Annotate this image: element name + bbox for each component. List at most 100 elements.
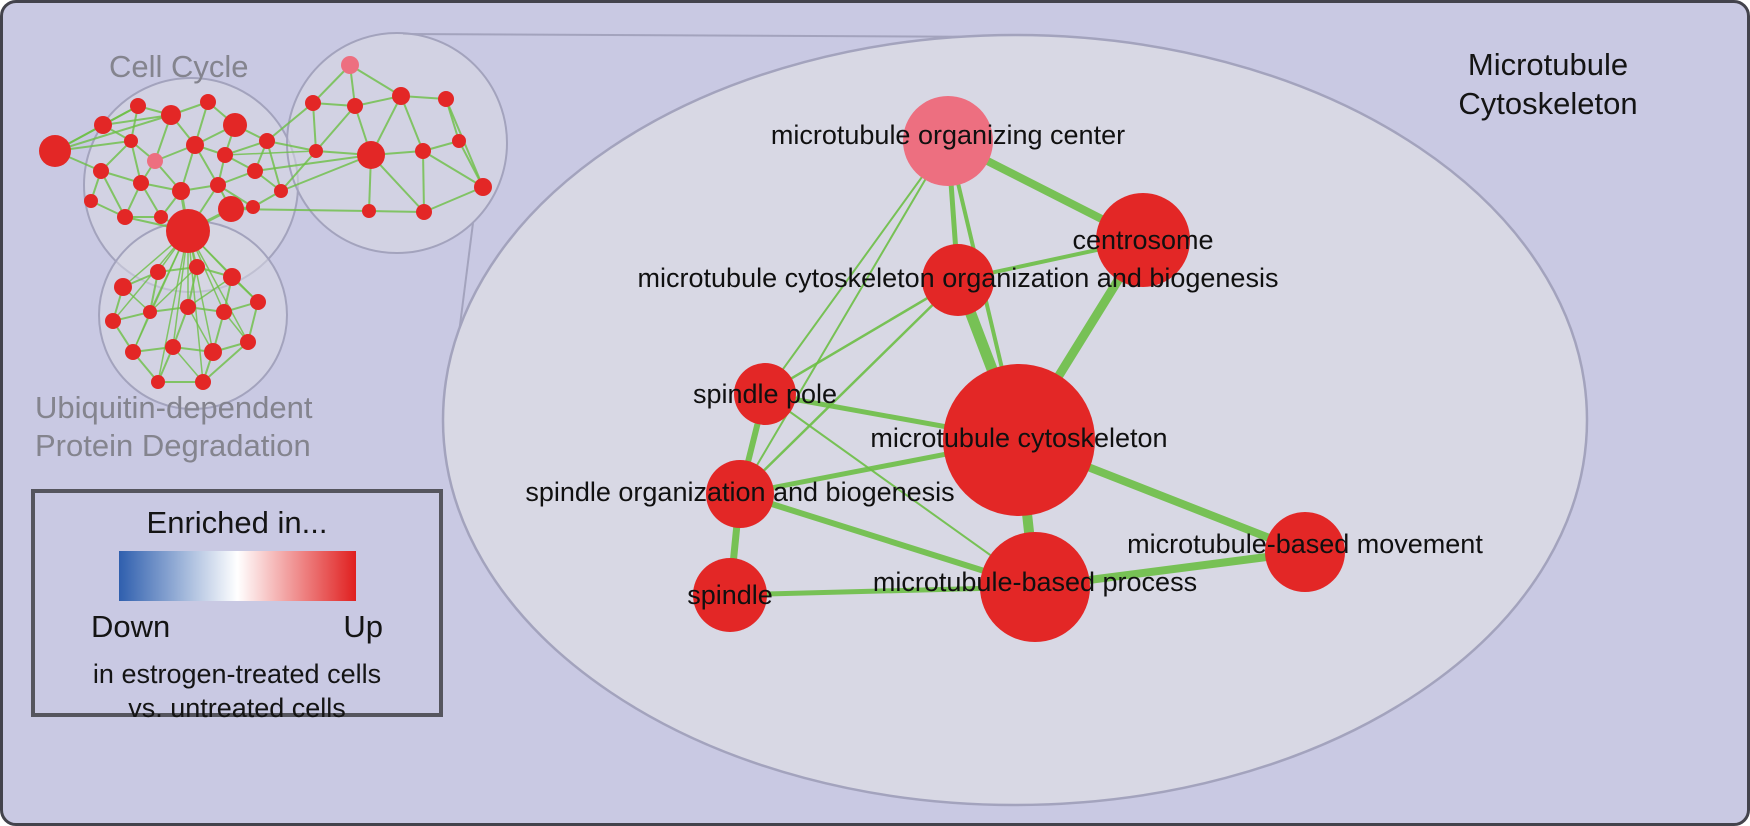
cell-cycle-cluster-label: Cell Cycle: [109, 49, 249, 84]
ubiquitin-cluster-label-line2: Protein Degradation: [35, 428, 311, 463]
node-mco: [922, 244, 994, 316]
overview-node-18: [246, 200, 260, 214]
overview-node-10: [93, 163, 109, 179]
overview-node-21: [218, 196, 244, 222]
overview-node-19: [274, 184, 288, 198]
overview-node-30: [452, 134, 466, 148]
node-label-spindle: spindle: [687, 580, 773, 610]
edge-mco-spindle_pole: [763, 278, 960, 396]
overview-node-4: [200, 94, 216, 110]
overview-node-25: [347, 98, 363, 114]
layer-ovNodes: [39, 56, 492, 390]
overview-node-16: [117, 209, 133, 225]
edge-moc-spindle_pole: [764, 140, 949, 395]
ubiquitin-cluster-label: Ubiquitin-dependent Protein Degradation: [35, 389, 313, 465]
overview-edge: [423, 186, 484, 213]
overview-node-43: [216, 304, 232, 320]
node-label-centrosome: centrosome: [1072, 225, 1213, 255]
overview-node-22: [259, 133, 275, 149]
overview-edge: [280, 150, 317, 192]
overview-node-44: [125, 344, 141, 360]
overview-edge: [312, 102, 317, 152]
overview-edge: [266, 140, 282, 192]
overview-node-14: [247, 163, 263, 179]
overview-node-13: [210, 177, 226, 193]
overview-edge: [280, 154, 372, 192]
node-label-mc: microtubule cytoskeleton: [870, 423, 1167, 453]
overview-node-36: [150, 264, 166, 280]
node-mbm: [1265, 512, 1345, 592]
overview-node-26: [392, 87, 410, 105]
overview-node-35: [114, 278, 132, 296]
overview-node-38: [223, 268, 241, 286]
overview-edge: [422, 150, 425, 213]
cluster-circle-microtubule: [286, 32, 508, 254]
legend-subtitle-line1: in estrogen-treated cells: [92, 659, 382, 689]
overview-node-34: [309, 144, 323, 158]
overview-edge: [422, 150, 484, 188]
overview-edge: [102, 114, 172, 126]
overview-node-5: [223, 113, 247, 137]
legend-title: Enriched in...: [146, 505, 328, 540]
overview-node-37: [189, 259, 205, 275]
overview-node-9: [217, 147, 233, 163]
overview-node-12: [172, 182, 190, 200]
legend-gradient-bar: [118, 551, 356, 601]
layer-zmLabels: microtubule organizing centercentrosomem…: [525, 120, 1483, 610]
overview-node-48: [151, 375, 165, 389]
overview-edge: [54, 114, 172, 152]
edge-moc-sob: [739, 140, 949, 495]
overview-node-39: [250, 294, 266, 310]
node-label-spindle_pole: spindle pole: [693, 379, 837, 409]
overview-edge: [349, 64, 402, 97]
node-label-mbp: microtubule-based process: [873, 567, 1197, 597]
figure-svg: microtubule organizing centercentrosomem…: [39, 32, 1589, 807]
overview-edge: [400, 95, 424, 152]
overview-node-6: [124, 134, 138, 148]
overview-node-2: [130, 98, 146, 114]
microtubule-cluster-label: Microtubule Cytoskeleton: [1393, 45, 1703, 123]
overview-node-8: [186, 136, 204, 154]
overview-edge: [266, 102, 314, 142]
overview-node-27: [438, 91, 454, 107]
overview-node-29: [415, 143, 431, 159]
microtubule-cluster-label-line2: Cytoskeleton: [1458, 86, 1638, 121]
overview-edge: [149, 266, 198, 313]
legend-down-label: Down: [91, 609, 171, 644]
overview-node-11: [133, 175, 149, 191]
layer-zmNodes: [693, 96, 1345, 642]
overview-node-7: [147, 153, 163, 169]
node-label-sob: spindle organization and biogenesis: [525, 477, 954, 507]
legend-subtitle-line2: vs. untreated cells: [128, 693, 346, 723]
overview-edge: [266, 140, 317, 152]
overview-node-42: [180, 299, 196, 315]
overview-edge: [224, 150, 317, 156]
overview-node-17: [154, 210, 168, 224]
node-mbp: [980, 532, 1090, 642]
node-sob: [706, 460, 774, 528]
node-spindle_pole: [734, 363, 796, 425]
zoom-connector-line: [402, 33, 1012, 38]
overview-node-32: [416, 204, 432, 220]
node-centrosome: [1096, 193, 1190, 287]
overview-edge: [368, 210, 425, 213]
overview-node-28: [357, 141, 385, 169]
microtubule-cluster-label-line1: Microtubule: [1467, 47, 1629, 82]
overview-node-46: [204, 343, 222, 361]
edge-spindle_pole-mbp: [764, 393, 1036, 588]
overview-node-47: [240, 334, 256, 350]
overview-edge: [100, 170, 126, 218]
legend-subtitle: in estrogen-treated cells vs. untreated …: [35, 657, 439, 725]
edge-mco-sob: [738, 278, 960, 496]
node-spindle: [693, 558, 767, 632]
overview-node-49: [195, 374, 211, 390]
overview-node-15: [84, 194, 98, 208]
legend-scale-labels: Down Up: [91, 609, 383, 645]
node-mc: [943, 364, 1095, 516]
overview-edge: [157, 230, 189, 383]
overview-node-31: [474, 178, 492, 196]
overview-node-0: [39, 135, 71, 167]
overview-edge: [202, 341, 249, 383]
node-label-mco: microtubule cytoskeleton organization an…: [638, 263, 1279, 293]
